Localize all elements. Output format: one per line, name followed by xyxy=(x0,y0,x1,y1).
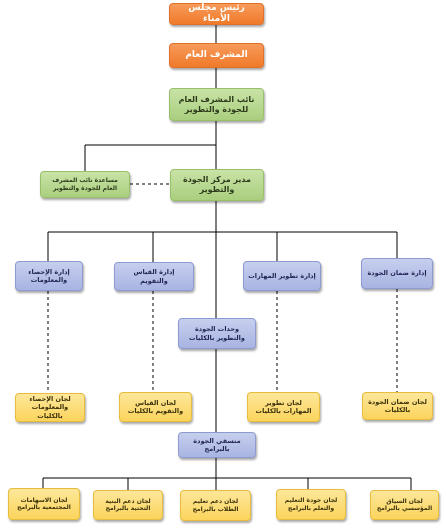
committee-label: لجان الإحصاء والمعلومات بالكليات xyxy=(29,395,71,420)
center-director-box: مدير مركز الجودة والتطوير xyxy=(170,169,264,201)
department-skills-development: إدارة تطوير المهارات xyxy=(243,261,321,291)
program-committee-label: لجان السياق المؤسسي بالبرامج xyxy=(376,497,433,513)
program-coordinators-label: منسقي الجودة بالبرامج xyxy=(193,436,241,453)
committee-label: لجان القياس والتقويم بالكليات xyxy=(127,398,184,415)
department-label: إدارة ضمان الجودة xyxy=(367,269,427,278)
department-quality-assurance: إدارة ضمان الجودة xyxy=(361,258,433,289)
committee-measurement-evaluation: لجان القياس والتقويم بالكليات xyxy=(119,392,192,422)
program-committee-label: لجان دعم تعليم الطلاب بالبرامج xyxy=(192,498,239,513)
deputy-assistant-box: مساعدة نائب المشرف العام للجودة والتطوير xyxy=(40,171,130,198)
general-supervisor-box: المشرف العام xyxy=(169,43,264,68)
board-president-label: رئيس مجلس الأمناء xyxy=(188,2,245,24)
program-coordinators-box: منسقي الجودة بالبرامج xyxy=(178,432,256,458)
program-committee-label: لجان الاسهامات المجتمعية بالبرامج xyxy=(17,496,71,512)
college-units-box: وحدات الجودة والتطوير بالكليات xyxy=(178,318,256,349)
department-measurement-evaluation: إدارة القياس والتقويم xyxy=(114,262,194,291)
program-committee-institutional-context: لجان السياق المؤسسي بالبرامج xyxy=(370,490,439,520)
general-supervisor-label: المشرف العام xyxy=(185,49,248,60)
department-label: إدارة القياس والتقويم xyxy=(133,268,175,285)
center-director-label: مدير مركز الجودة والتطوير xyxy=(182,175,252,194)
college-units-label: وحدات الجودة والتطوير بالكليات xyxy=(189,325,245,342)
deputy-supervisor-label: نائب المشرف العام للجودة والتطوير xyxy=(178,94,255,114)
committee-quality-assurance: لجان ضمان الجودة بالكليات xyxy=(362,392,433,420)
program-committee-student-support: لجان دعم تعليم الطلاب بالبرامج xyxy=(180,490,251,521)
deputy-assistant-label: مساعدة نائب المشرف العام للجودة والتطوير xyxy=(52,177,118,192)
department-statistics-information: إدارة الإحصاء والمعلومات xyxy=(15,261,83,291)
program-committee-community: لجان الاسهامات المجتمعية بالبرامج xyxy=(8,488,80,520)
deputy-supervisor-box: نائب المشرف العام للجودة والتطوير xyxy=(169,88,264,121)
committee-label: لجان تطوير المهارات بالكليات xyxy=(255,398,312,415)
department-label: إدارة الإحصاء والمعلومات xyxy=(28,267,70,284)
program-committee-teaching-learning: لجان جودة التعليم والتعلم بالبرامج xyxy=(276,489,346,520)
committee-label: لجان ضمان الجودة بالكليات xyxy=(368,397,427,414)
program-committee-label: لجان جودة التعليم والتعلم بالبرامج xyxy=(284,497,338,512)
department-label: إدارة تطوير المهارات xyxy=(248,271,316,280)
program-committee-label: لجان دعم البنية التحتية بالبرامج xyxy=(105,497,151,513)
board-president-box: رئيس مجلس الأمناء xyxy=(169,3,264,25)
committee-skills-development: لجان تطوير المهارات بالكليات xyxy=(247,392,320,422)
committee-statistics-information: لجان الإحصاء والمعلومات بالكليات xyxy=(15,393,85,422)
program-committee-infrastructure: لجان دعم البنية التحتية بالبرامج xyxy=(93,490,163,520)
